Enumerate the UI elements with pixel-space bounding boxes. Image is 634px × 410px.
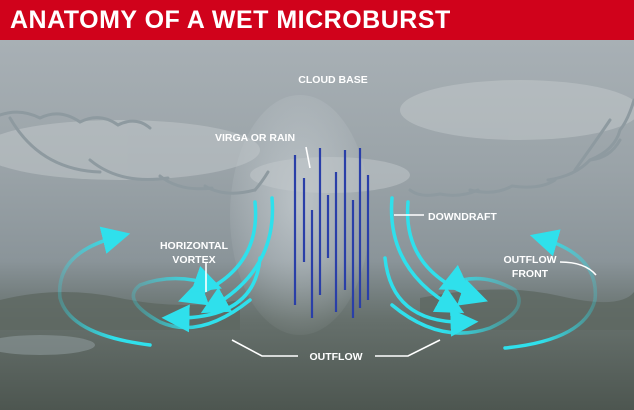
page-title: ANATOMY OF A WET MICROBURST (10, 6, 451, 34)
title-bar: ANATOMY OF A WET MICROBURST (0, 0, 634, 40)
downdraft-arrow-right (405, 200, 488, 306)
outflow-arrows (57, 196, 598, 350)
horizontal-vortex-label-line1: HORIZONTAL (160, 240, 229, 252)
downdraft-label: DOWNDRAFT (428, 211, 497, 223)
outflow-front-label-line2: FRONT (512, 268, 549, 280)
vortex-arrow-right (390, 264, 521, 335)
leader-lines (205, 146, 597, 357)
vortex-arrow-left (131, 265, 252, 330)
outflow-label: OUTFLOW (309, 351, 362, 363)
virga-leader (305, 146, 311, 169)
virga-label: VIRGA OR RAIN (215, 132, 295, 144)
rain-lines (293, 148, 370, 318)
cloud-base-label: CLOUD BASE (298, 74, 367, 86)
cloud-base-outline (0, 98, 634, 197)
outflow-leader-right (375, 339, 441, 357)
lake (0, 335, 95, 355)
outflow-arrow-right (383, 256, 479, 337)
outflow-front-label-line1: OUTFLOW (503, 254, 556, 266)
outflow-leader-left (231, 339, 298, 357)
horizontal-vortex-label-line2: VORTEX (172, 254, 215, 266)
outflow-front-arrow-left (57, 226, 152, 347)
front-leader (559, 261, 597, 276)
outflow-front-arrow-right (503, 229, 598, 350)
downdraft-arrow-right (389, 196, 465, 314)
outflow-arrow-left (161, 256, 262, 333)
microburst-diagram: CLOUD BASE VIRGA OR RAIN DOWNDRAFT HORIZ… (0, 40, 634, 410)
